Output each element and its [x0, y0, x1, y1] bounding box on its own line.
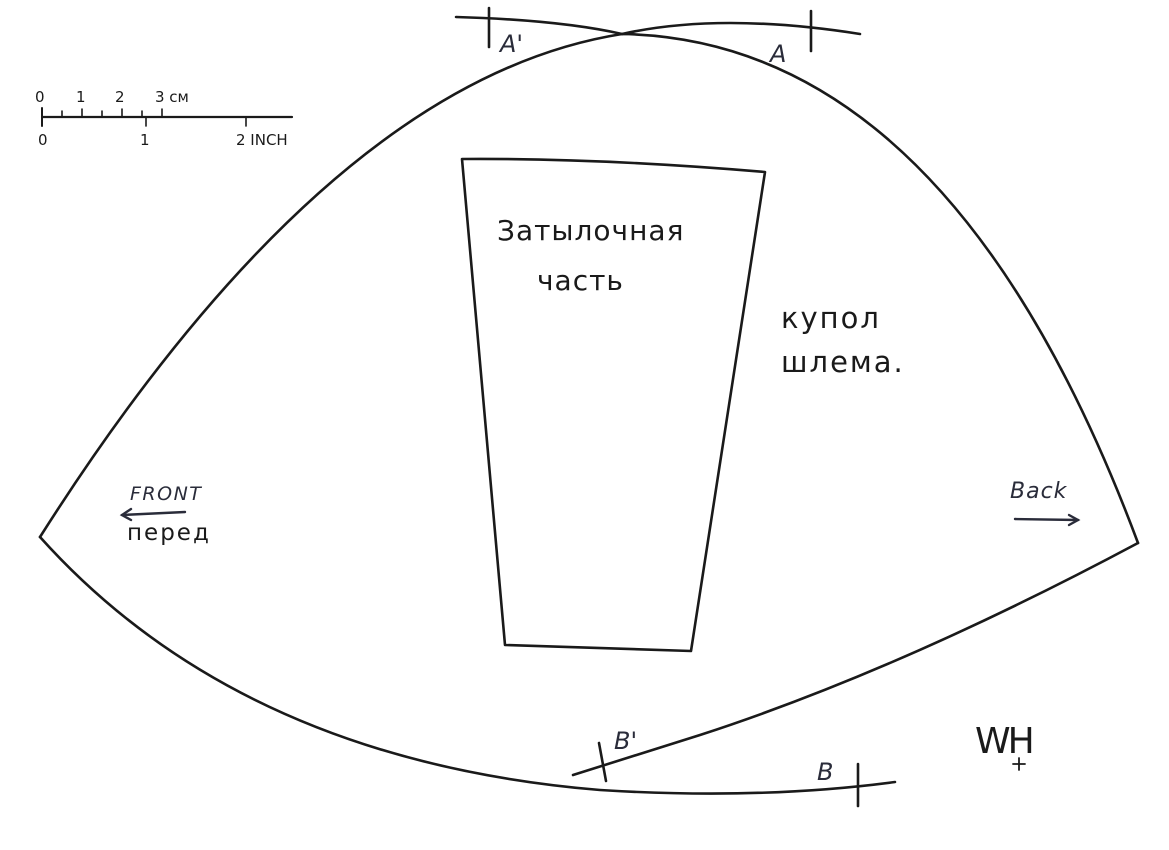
- scale-inch-label-1: 1: [140, 131, 150, 149]
- mark-a-prime: A': [498, 30, 523, 58]
- front-arrow-shaft: [120, 510, 187, 517]
- scale-inch-label-2: 2 INCH: [236, 131, 288, 149]
- scale-inch-label-0: 0: [38, 131, 48, 149]
- front-label-en: FRONT: [130, 483, 202, 505]
- front-direction: FRONT перед: [119, 483, 211, 546]
- dome-bottom-right-curve: [571, 541, 1140, 777]
- scale-cm-label-1: 1: [76, 88, 86, 106]
- back-panel-label-line2: часть: [537, 264, 624, 297]
- scale-cm-label-0: 0: [35, 88, 45, 106]
- dome-label-line1: купол: [781, 301, 881, 335]
- back-arrow-shaft: [1013, 517, 1080, 522]
- back-panel-label-line1: Затылочная: [497, 214, 684, 247]
- mark-a: A: [768, 40, 786, 68]
- front-arrow-icon: [119, 507, 133, 522]
- scale-cm-label-3: 3 см: [155, 88, 189, 106]
- back-panel-outline: [460, 157, 767, 653]
- scale-bar: 0 1 2 3 см 0 1 2 INCH: [35, 88, 294, 149]
- dome-label-line2: шлема.: [781, 345, 905, 379]
- arc-a-prime: [454, 15, 624, 36]
- back-direction: Back: [1010, 479, 1081, 527]
- scale-cm-label-2: 2: [115, 88, 125, 106]
- front-label-ru: перед: [127, 520, 211, 546]
- dome-bottom-left-curve: [38, 535, 897, 795]
- mark-b: B: [817, 758, 833, 786]
- arc-a: [620, 21, 862, 36]
- signature-mark: WH: [975, 721, 1035, 771]
- back-arrow-icon: [1067, 513, 1081, 527]
- tick-b-prime: [597, 741, 608, 783]
- signature-text: WH: [975, 721, 1032, 762]
- mark-b-prime: B': [614, 727, 637, 755]
- back-label-en: Back: [1010, 479, 1068, 504]
